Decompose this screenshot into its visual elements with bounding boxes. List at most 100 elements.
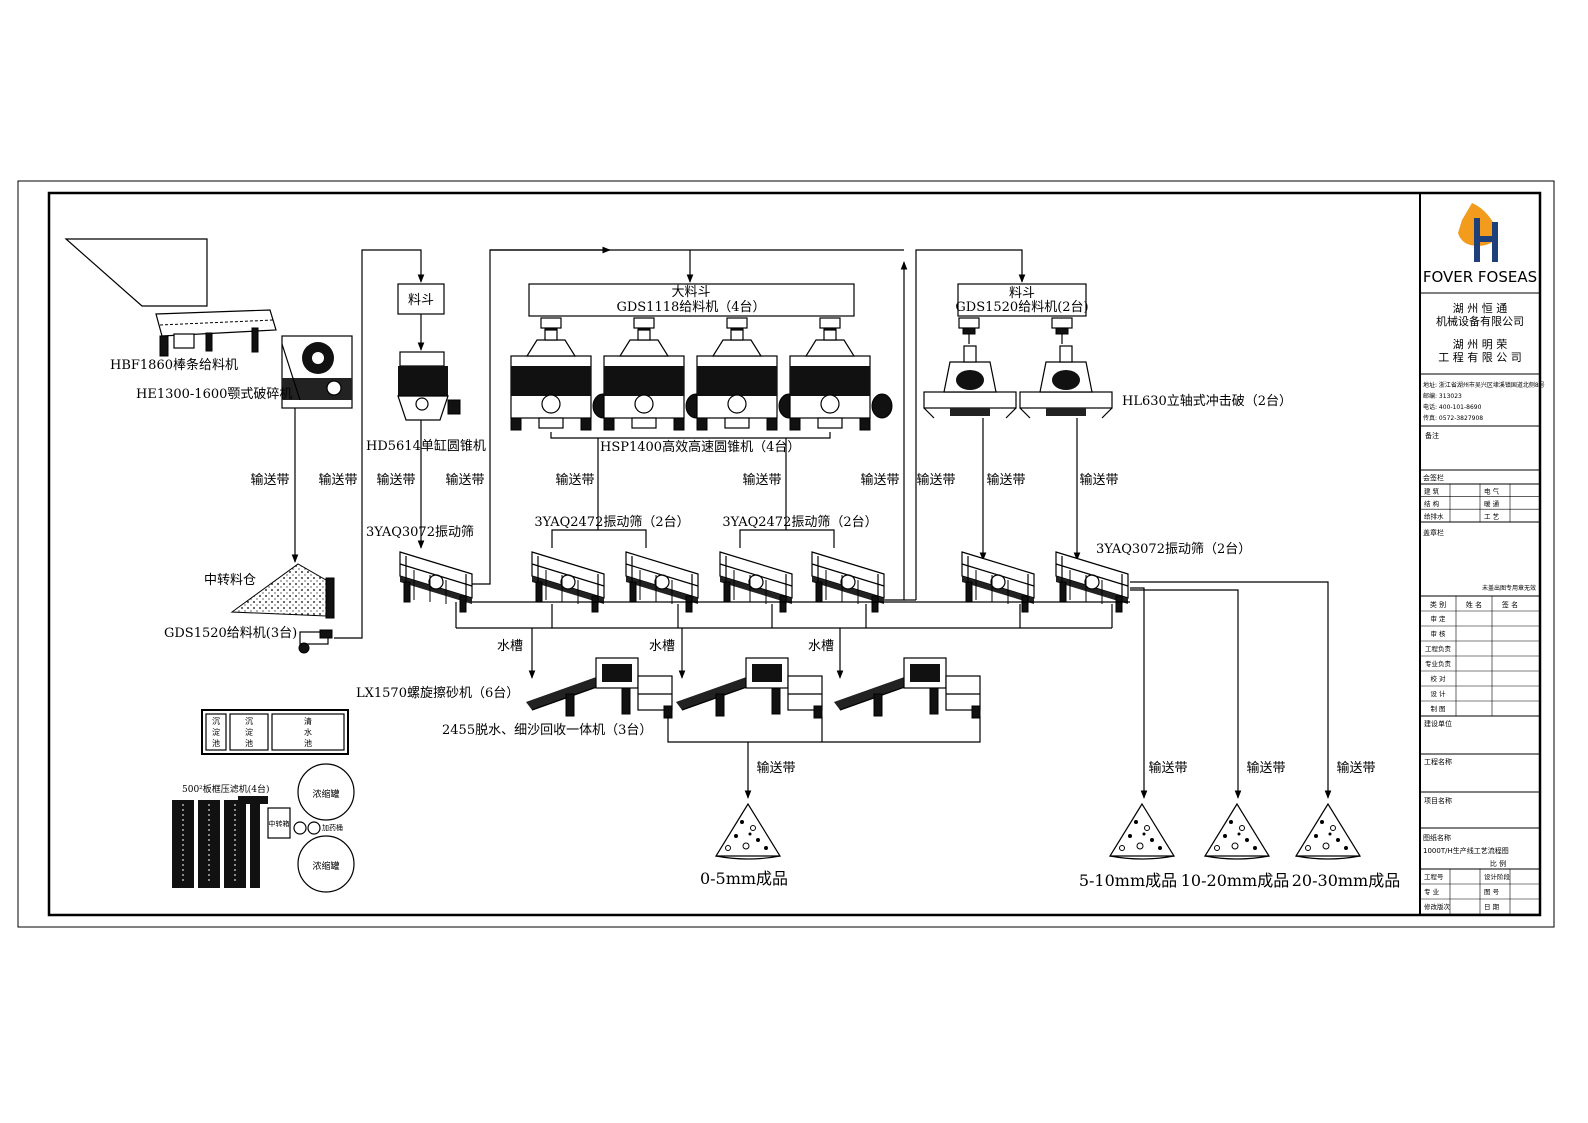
clear-water-pond	[271, 713, 345, 751]
trough-label-3: 水槽	[808, 639, 834, 654]
screen-3-label: 3YAQ3072振动筛（2台）	[1096, 542, 1251, 557]
sand-washer-2	[675, 657, 823, 719]
washing-section: LX1570螺旋擦砂机（6台） 2455脱水、细沙回收一体机（3台） 输送带	[356, 657, 981, 799]
product-pile-0-5	[715, 803, 781, 860]
pond3-char-1: 清	[304, 716, 312, 726]
footer-cell: 工程号	[1424, 872, 1444, 881]
thickener-2-label: 浓缩罐	[312, 860, 339, 872]
pond3-char-3: 池	[304, 738, 312, 748]
hsp1400-cone-4	[789, 329, 893, 431]
company-logo-icon	[1458, 203, 1498, 262]
conveyor-label-5: 输送带	[555, 472, 594, 488]
pond2-char-1: 沉	[245, 717, 253, 726]
dewater-label: 2455脱水、细沙回收一体机（3台）	[442, 723, 652, 738]
remarks-label: 备注	[1425, 431, 1439, 440]
role-row-label: 专业负责	[1425, 659, 1452, 668]
product-label-10-20: 10-20mm成品	[1181, 871, 1289, 890]
vibrating-screen-7	[1055, 551, 1129, 613]
product-label-0-5: 0-5mm成品	[700, 869, 788, 888]
pond3-char-2: 水	[304, 727, 312, 737]
company-fax: 传真: 0572-3827908	[1423, 414, 1483, 422]
sign-row-label: 给排水	[1424, 512, 1444, 521]
conveyor-label-7: 输送带	[860, 472, 899, 488]
company-name-2: 湖 州 明 荣	[1453, 338, 1508, 351]
footer-cell: 专 业	[1424, 887, 1440, 896]
hbf-feeder-label: HBF1860棒条给料机	[110, 357, 238, 373]
thickener-tank-2	[297, 835, 355, 893]
dosing-drum-1	[293, 821, 307, 835]
footer-cell: 修改版次	[1424, 902, 1451, 911]
sign-row-label: 暖 通	[1484, 499, 1500, 508]
transfer-tank	[267, 807, 291, 839]
conveyor-label-2: 输送带	[318, 472, 357, 488]
hl630-vsi-1	[923, 345, 1017, 419]
conveyor-label-11: 输送带	[1148, 760, 1187, 776]
transfer-tank-label: 中转箱	[269, 819, 290, 828]
hl630-vsi-2	[1019, 345, 1113, 419]
conveyor-label-6: 输送带	[742, 472, 781, 488]
footer-cell: 图 号	[1484, 888, 1500, 896]
footer-cell: 日 期	[1484, 903, 1500, 911]
settling-pond-2	[229, 713, 269, 751]
conveyor-label-3: 输送带	[376, 472, 415, 488]
sign-row-label: 电 气	[1484, 487, 1500, 496]
hsp1400-cone-3	[696, 329, 800, 431]
water-treatment: 沉 淀 池 沉 淀 池 清 水 池 500²板框压滤机(4台) 中转箱 加药桶 …	[172, 709, 355, 893]
gds-3-feeder-label: GDS1520给料机(3台)	[164, 626, 297, 641]
sign-row-label: 工 艺	[1484, 513, 1500, 521]
title-block: FOVER FOSEAS 湖 州 恒 通 机械设备有限公司 湖 州 明 荣 工 …	[1420, 203, 1545, 915]
conveyor-label-14: 输送带	[756, 760, 795, 776]
raw-material-hopper	[64, 238, 208, 307]
pond2-char-2: 淀	[245, 727, 253, 737]
company-address: 地址: 浙江省湖州市吴兴区埭溪镇国道北侧8号	[1423, 381, 1545, 389]
role-row-label: 校 对	[1430, 674, 1446, 683]
role-row-label: 设 计	[1430, 689, 1446, 698]
pond1-char-3: 池	[212, 738, 220, 748]
hl630-label: HL630立轴式冲击破（2台）	[1122, 394, 1292, 409]
product-piles: 0-5mm成品 5-10mm成品 10-20mm成品 20-30mm成品	[700, 803, 1400, 890]
gds1520-2-feeder-label: GDS1520给料机(2台)	[955, 300, 1088, 315]
conveyor-label-1: 输送带	[250, 472, 289, 488]
footer-cell: 设计阶段	[1484, 872, 1511, 881]
gds1520-feeder-1	[958, 317, 980, 345]
hopper-2-label: 料斗	[1009, 286, 1035, 301]
dosing-drum-label: 加药桶	[322, 823, 343, 832]
screen-2a-label: 3YAQ2472振动筛（2台）	[534, 515, 689, 530]
role-grid: 类 别姓 名签 名审 定审 核工程负责专业负责校 对设 计制 图	[1420, 596, 1540, 915]
vibrating-screen-2	[531, 551, 605, 613]
vibrating-screen-5	[811, 551, 885, 613]
product-pile-20-30	[1295, 803, 1361, 860]
vibrating-screen-6	[961, 551, 1035, 613]
settling-pond-1	[205, 713, 227, 751]
conveyor-label-4: 输送带	[445, 472, 484, 488]
product-pile-5-10	[1109, 803, 1175, 860]
hsp1400-cone-2	[603, 329, 707, 431]
collector-belts: 水槽 水槽 水槽 输送带 输送带 输送带	[455, 581, 1376, 799]
builder-label: 建设单位	[1424, 719, 1452, 728]
tertiary-section: 大料斗 GDS1118给料机（4台） HSP1400高效高速圆锥机（4台） 输送…	[490, 249, 908, 613]
screen-2b-label: 3YAQ2472振动筛（2台）	[722, 515, 877, 530]
jaw-crusher-label: HE1300-1600颚式破碎机	[136, 387, 292, 402]
project-label: 工程名称	[1424, 757, 1452, 766]
thickener-1-label: 浓缩罐	[312, 788, 339, 800]
sand-washer-1	[525, 657, 673, 719]
conveyor-label-9: 输送带	[986, 472, 1025, 488]
primary-section: HBF1860棒条给料机 HE1300-1600颚式破碎机 输送带 输送带 中转…	[64, 238, 425, 654]
role-row-label: 审 定	[1430, 614, 1446, 623]
conveyor-label-12: 输送带	[1246, 760, 1285, 776]
stamp-column-label: 盖章栏	[1423, 528, 1444, 537]
sign-column-label: 会签栏	[1423, 473, 1444, 482]
company-phone: 电话: 400-101-8690	[1423, 403, 1482, 411]
secondary-section: 料斗 HD5614单缸圆锥机 输送带 输送带 3YAQ3072振动筛	[366, 246, 611, 613]
product-pile-10-20	[1204, 803, 1270, 860]
drawing-name-label: 图纸名称	[1423, 833, 1451, 842]
pond1-char-1: 沉	[212, 717, 220, 726]
sand-washer-3	[833, 657, 981, 719]
vsi-section: 料斗 GDS1520给料机(2台) HL630立轴式冲击破（2台） 输送带 输送…	[904, 249, 1292, 613]
company-name-2b: 工 程 有 限 公 司	[1438, 350, 1521, 364]
company-postcode: 邮编: 313023	[1423, 392, 1462, 400]
role-header-cell: 姓 名	[1466, 600, 1482, 609]
role-row-label: 工程负责	[1425, 644, 1452, 653]
gds1118-feeder-label: GDS1118给料机（4台）	[616, 300, 765, 315]
